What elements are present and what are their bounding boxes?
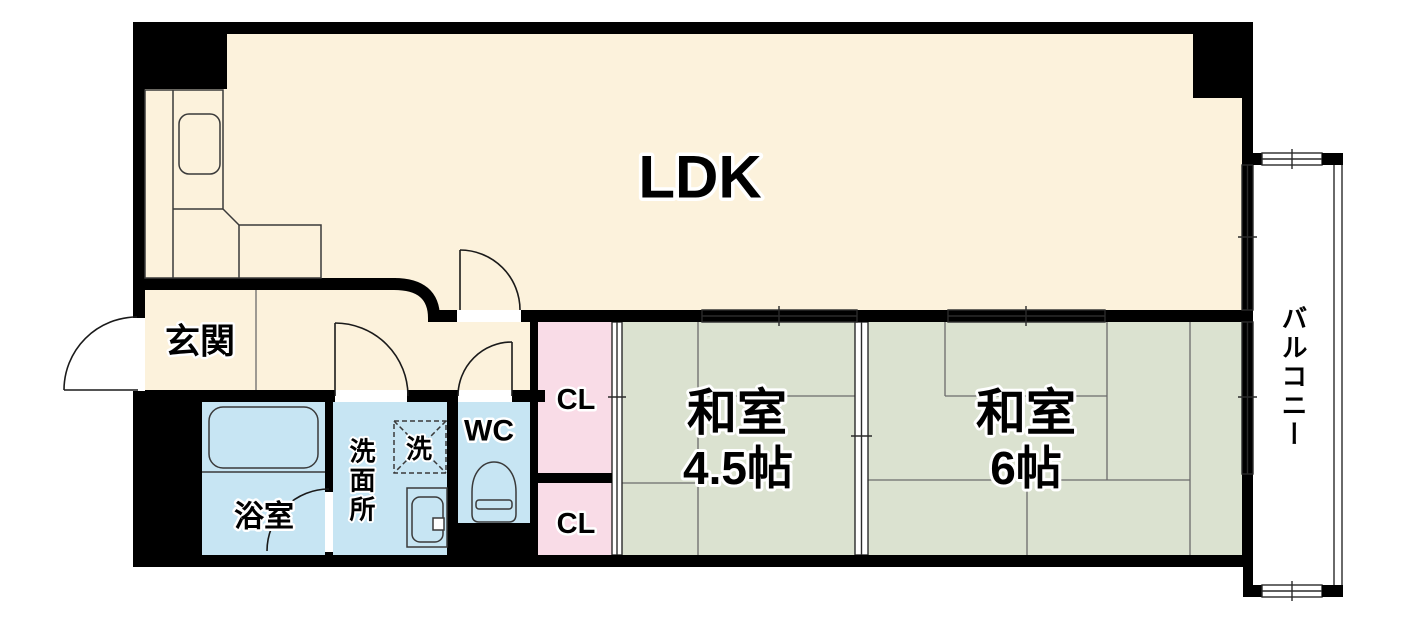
vanity-unit [406,487,448,548]
japanese-room-large-size: 6帖 [990,442,1062,494]
laundry-space-label: 洗 [406,434,432,464]
balcony-label: バルコニー [1278,305,1308,450]
tatami-lines [255,290,1191,555]
bathtub [202,406,325,473]
walls [133,22,1253,597]
labels: LDK 玄関 浴室 洗面所 洗 WC CL CL 和室 4.5帖 和室 6帖 バ… [162,140,1310,543]
entrance-door[interactable] [63,316,145,391]
wc-west-wall [447,390,458,555]
bottom-left-block [133,390,202,567]
japanese-room-small-size: 4.5帖 [683,442,793,494]
washitsu-large-sliding-door[interactable] [947,306,1106,326]
fixtures [144,89,517,548]
japanese-room-small-label: 和室 [687,385,787,441]
doors-windows [63,164,1257,552]
ldk-floor [145,34,1242,310]
japanese-room-small-floor [622,322,855,555]
washitsu-small-sliding-door[interactable] [701,306,858,326]
closet-lower-label: CL [557,508,596,540]
bath-washroom-wall [325,402,333,555]
ldk-balcony-window[interactable] [1238,164,1257,311]
japanese-room-large-floor [868,322,1242,555]
bathroom-label: 浴室 [234,500,294,534]
washing-machine-space [393,420,447,474]
washroom-door[interactable] [334,322,409,402]
closet-upper-label: CL [557,384,596,416]
floors [145,34,1343,585]
balcony-rails [1253,149,1343,601]
toilet [471,461,517,523]
entrance-label: 玄関 [165,323,235,362]
wc-south-wall [447,523,538,555]
washitsu-balcony-window[interactable] [1238,321,1257,475]
closet-upper-floor [538,322,612,473]
ldk-door[interactable] [457,249,521,322]
bathroom-door[interactable] [266,488,333,552]
corner-pillar-top-right [1193,22,1253,98]
japanese-room-large-label: 和室 [976,385,1076,441]
entrance-hall-floor [145,278,538,392]
closet-lower-floor [538,483,612,555]
washroom-floor [333,402,447,555]
wc-door[interactable] [457,341,513,402]
bathroom-floor [202,402,325,555]
ldk-label: LDK [638,144,761,211]
ldk-hall-wall [133,278,396,290]
balcony-wall-post [1243,567,1253,597]
washroom-label: 洗面所 [346,437,376,524]
kitchen-sink [178,113,221,175]
wc-label: WC [464,415,514,448]
corner-pillar-top-left [133,22,227,89]
closet-divider-wall [538,473,612,483]
kitchen-counter [144,89,322,279]
wc-east-wall [530,322,538,555]
balcony-floor [1253,165,1343,585]
